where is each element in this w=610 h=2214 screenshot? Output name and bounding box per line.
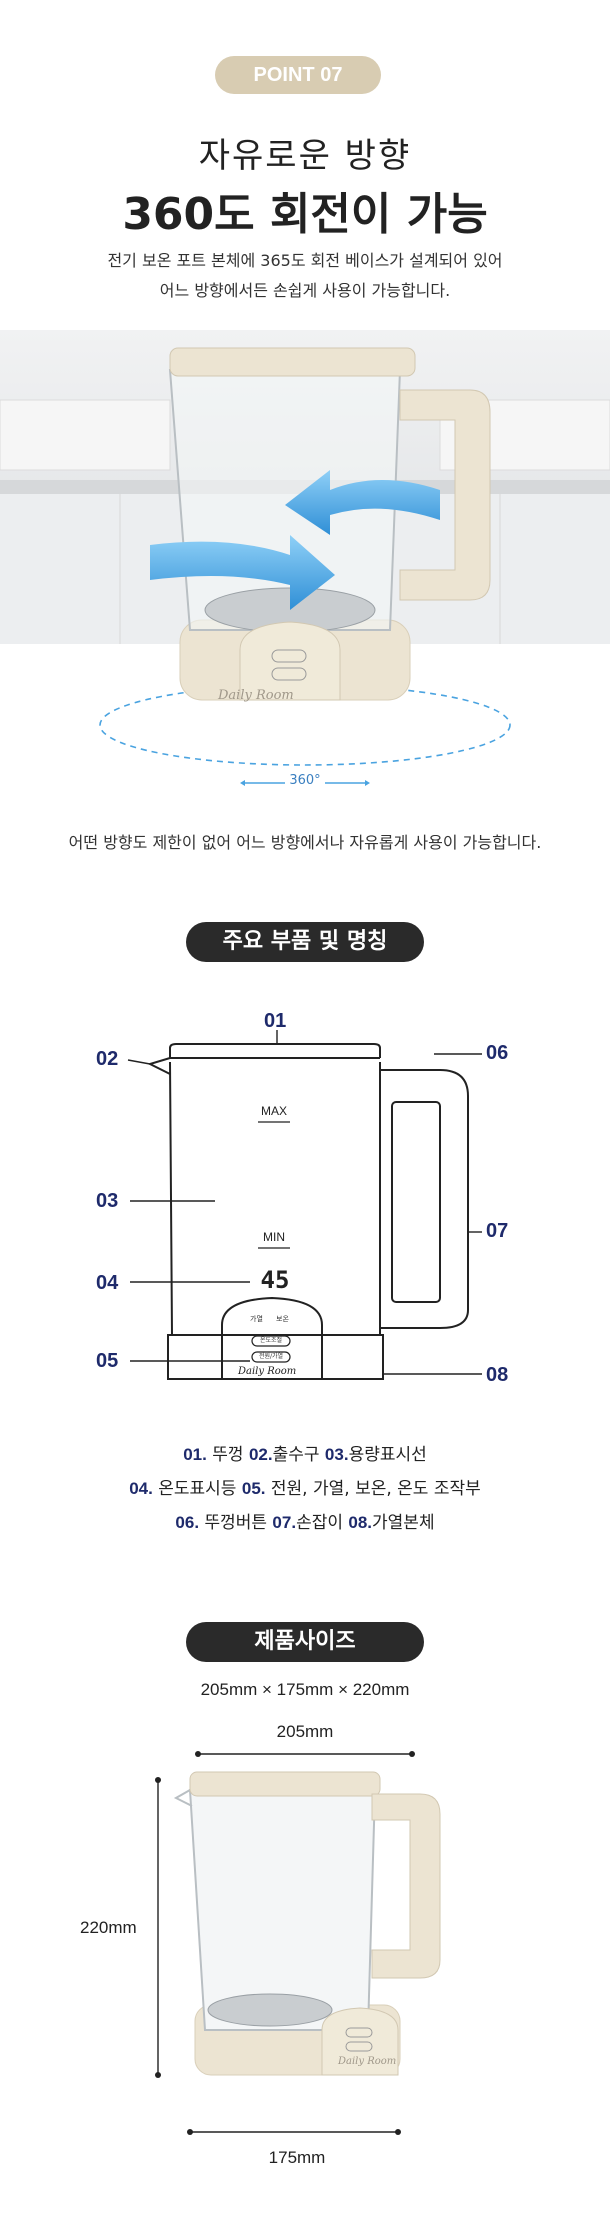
legend-line: 06. 뚜껑버튼 07.손잡이 08.가열본체 — [175, 1513, 435, 1533]
callout-02: 02 — [96, 1048, 119, 1070]
callout-01: 01 — [264, 1010, 287, 1032]
parts-title: 주요 부품 및 명칭 — [186, 922, 424, 962]
panel-button-temp: 온도조절 — [259, 1337, 283, 1344]
intro-text: 전기 보온 포트 본체에 365도 회전 베이스가 설계되어 있어 어느 방향에… — [0, 246, 610, 306]
rotation-hero-image: Daily Room 360° — [0, 330, 610, 850]
callout-04: 04 — [96, 1272, 119, 1294]
legend-line: 01. 뚜껑 02.출수구 03.용량표시선 — [183, 1445, 427, 1465]
temperature-display: 45 — [260, 1266, 290, 1294]
rotation-caption: 어떤 방향도 제한이 없어 어느 방향에서나 자유롭게 사용이 가능합니다. — [68, 833, 542, 852]
callout-08: 08 — [486, 1364, 509, 1386]
intro-line: 전기 보온 포트 본체에 365도 회전 베이스가 설계되어 있어 — [107, 251, 503, 270]
dimension-height: 220mm — [80, 1918, 137, 1937]
callout-05: 05 — [96, 1350, 119, 1372]
callout-06: 06 — [486, 1042, 509, 1064]
size-title: 제품사이즈 — [186, 1622, 424, 1662]
callout-03: 03 — [96, 1190, 119, 1212]
dimension-width: 205mm — [276, 1722, 334, 1741]
min-label: MIN — [263, 1230, 285, 1244]
panel-label-heat: 가열 — [250, 1315, 263, 1323]
size-summary: 205mm × 175mm × 220mm — [200, 1680, 410, 1699]
intro-line: 어느 방향에서든 손쉽게 사용이 가능합니다. — [159, 281, 451, 300]
parts-diagram: 01 02 03 04 05 06 07 08 MAX MIN 45 가열 보온… — [0, 1010, 610, 1410]
rotation-label: 360° — [289, 773, 321, 788]
diagram-brand: Daily Room — [238, 1366, 297, 1377]
callout-07: 07 — [486, 1220, 509, 1242]
size-kettle-illustration — [155, 1751, 441, 2135]
max-label: MAX — [260, 1104, 287, 1118]
point-badge: POINT 07 — [215, 56, 381, 94]
dimension-depth: 175mm — [268, 2148, 326, 2167]
size-diagram: 205mm 220mm 175mm Daily Room — [0, 1710, 610, 2210]
panel-button-power: 전원/가열 — [258, 1353, 284, 1360]
legend-line: 04. 온도표시등 05. 전원, 가열, 보온, 온도 조작부 — [129, 1479, 481, 1499]
heading-main: 360도 회전이 가능 — [122, 189, 488, 240]
size-brand: Daily Room — [338, 2056, 397, 2067]
parts-legend: 01. 뚜껑 02.출수구 03.용량표시선 04. 온도표시등 05. 전원,… — [0, 1438, 610, 1540]
product-brand: Daily Room — [218, 688, 294, 703]
panel-label-keep-warm: 보온 — [276, 1315, 289, 1323]
kettle-line-drawing — [127, 1030, 482, 1380]
heading-sub: 자유로운 방향 — [198, 136, 412, 176]
kettle-rotation-illustration — [0, 330, 610, 850]
